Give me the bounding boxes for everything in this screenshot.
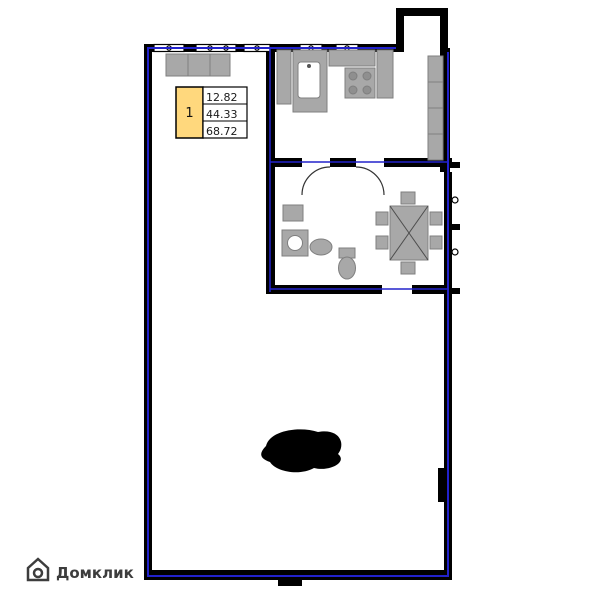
wall-shaft-top [396,8,448,16]
door-arc [355,166,385,196]
legend-area-total: 68.72 [206,125,238,138]
table-diagonal [389,205,429,261]
boundary-blue-outline [147,47,449,577]
wall-right-upper [440,48,450,172]
chair [429,211,443,226]
washing-machine-door [287,235,303,251]
door-arc [301,166,331,196]
legend-area-living: 12.82 [206,91,238,104]
kitchen-cabinet [276,49,292,105]
furniture [165,49,444,280]
logo-text: Домклик [56,564,134,582]
chair [375,211,389,226]
stove-burner [362,85,372,95]
chair [400,191,416,205]
legend-areas-cell [202,86,248,139]
wall-tick-right-1 [450,162,460,168]
domklik-logo: Домклик [26,557,134,582]
dresser [165,53,231,77]
house-icon-cutout [32,567,44,579]
wall-right-chunk [438,468,452,502]
legend-area-mid: 44.33 [206,108,238,121]
bath-cabinet [282,204,304,222]
stove-burner [362,71,372,81]
wall-shaft-right [440,8,448,52]
stove-burner [348,71,358,81]
wall-bottom-stub [278,570,302,586]
chair [375,235,389,250]
dimension-lines [147,47,449,577]
bathroom-sink [309,238,333,256]
doors [301,166,385,196]
stove [344,67,376,99]
legend-unit-number: 1 [185,106,193,121]
wall-tick-right-2 [450,224,460,230]
window-vent-icon [451,196,459,204]
legend-table: 1 12.82 44.33 68.72 [175,86,248,139]
house-icon [26,557,50,582]
chair [400,261,416,275]
stove-burner [348,85,358,95]
living-room-blob [261,429,342,473]
toilet-bowl [338,256,356,280]
wall-tick-right-3 [450,288,460,294]
wall-shaft-left [396,8,404,52]
window-vent-icon [451,248,459,256]
kitchen-sink [297,61,321,99]
kitchen-faucet [307,64,311,68]
kitchen-cabinet [328,49,376,67]
kitchen-cabinet [376,49,394,99]
chair [429,235,443,250]
